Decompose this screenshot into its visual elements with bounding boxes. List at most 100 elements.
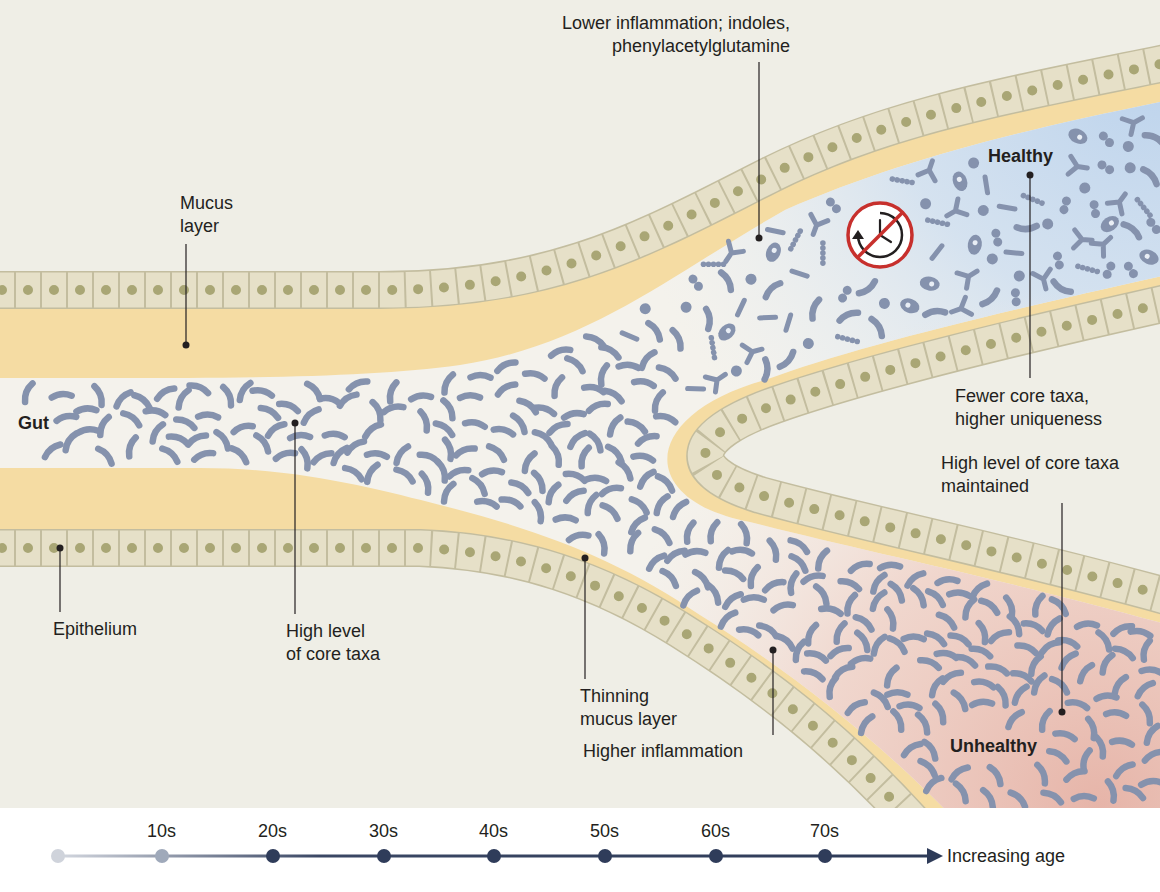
microbe	[127, 437, 136, 457]
microbe-part	[569, 431, 585, 446]
microbe	[123, 411, 140, 425]
microbe-part	[396, 468, 414, 482]
microbe	[806, 624, 816, 643]
microbe	[918, 158, 941, 181]
microbe-part	[846, 700, 864, 713]
microbe	[584, 385, 604, 392]
microbe-part	[556, 517, 576, 520]
microbe-part	[127, 437, 136, 457]
microbe	[548, 422, 567, 433]
microbe	[658, 475, 674, 491]
microbe	[1145, 133, 1160, 144]
axis-label: Increasing age	[947, 845, 1065, 868]
age-axis	[51, 848, 943, 864]
microbe	[586, 494, 597, 513]
microbe-part	[839, 310, 858, 320]
microbe	[1131, 629, 1151, 636]
microbe-part	[586, 494, 597, 513]
microbe-part	[820, 245, 826, 251]
microbe	[1100, 654, 1112, 673]
microbe-part	[1097, 130, 1110, 143]
microbe	[744, 272, 758, 286]
microbe-part	[633, 454, 653, 460]
microbe-part	[640, 351, 655, 368]
microbe	[972, 701, 992, 705]
microbe-part	[156, 386, 174, 398]
microbe-part	[771, 247, 778, 254]
microbe-part	[816, 585, 828, 603]
microbe	[569, 431, 585, 446]
microbe-part	[365, 463, 377, 481]
microbe-part	[777, 634, 794, 649]
region-label: Unhealthy	[950, 735, 1037, 758]
microbe-part	[749, 566, 758, 586]
age-dot	[709, 849, 723, 863]
microbe-part	[1078, 664, 1092, 682]
microbe-part	[190, 383, 209, 393]
microbe	[972, 647, 991, 657]
microbe	[223, 386, 233, 405]
microbe-part	[1090, 208, 1100, 218]
microbe-part	[830, 202, 843, 215]
microbe	[976, 203, 990, 217]
microbe	[629, 516, 644, 532]
microbe	[666, 549, 685, 561]
microbe-part	[552, 376, 562, 395]
microbe	[859, 715, 872, 733]
microbe-part	[985, 177, 988, 193]
microbe	[1013, 685, 1027, 703]
microbe	[741, 523, 749, 543]
microbe	[489, 445, 506, 460]
microbe-part	[716, 262, 722, 268]
microbe	[949, 592, 969, 596]
microbe	[640, 351, 655, 368]
microbe	[78, 428, 98, 433]
microbe-part	[1096, 695, 1116, 699]
microbe-part	[1127, 267, 1139, 279]
microbe	[1020, 192, 1046, 207]
microbe-part	[489, 445, 506, 460]
microbe	[1123, 160, 1138, 175]
microbe	[708, 521, 717, 541]
microbe-part	[1097, 737, 1106, 757]
microbe	[1121, 139, 1136, 154]
microbe-part	[638, 470, 653, 487]
microbe-part	[859, 715, 872, 733]
microbe	[1040, 710, 1050, 729]
microbe	[1106, 712, 1126, 716]
microbe	[846, 700, 864, 713]
microbe-part	[872, 635, 885, 653]
leader-line	[584, 558, 585, 679]
microbe-part	[622, 333, 637, 339]
microbe	[705, 367, 730, 392]
microbe-part	[599, 365, 607, 385]
microbe	[628, 419, 647, 431]
microbe-part	[513, 414, 527, 432]
microbe-part	[801, 336, 816, 351]
microbe	[1145, 725, 1158, 743]
microbe	[637, 434, 656, 444]
microbe	[859, 281, 876, 295]
microbe	[1029, 655, 1041, 674]
microbe	[465, 421, 485, 427]
leader-line	[772, 650, 773, 735]
microbe	[856, 615, 873, 629]
microbe-part	[1099, 631, 1112, 649]
microbe	[502, 497, 522, 506]
microbe-part	[1145, 725, 1158, 743]
microbe	[438, 461, 447, 481]
microbe	[685, 522, 694, 542]
microbe-part	[1043, 790, 1062, 802]
microbe	[1033, 595, 1043, 615]
microbe	[918, 713, 929, 732]
microbe-part	[115, 390, 131, 406]
microbe	[523, 452, 535, 471]
microbe	[764, 580, 783, 590]
microbe-part	[608, 416, 620, 434]
microbe	[1141, 640, 1149, 660]
microbe-part	[460, 395, 480, 398]
clock-arrowhead	[852, 230, 864, 239]
microbe-part	[954, 691, 968, 709]
microbe	[801, 336, 816, 351]
microbe-part	[887, 609, 895, 629]
